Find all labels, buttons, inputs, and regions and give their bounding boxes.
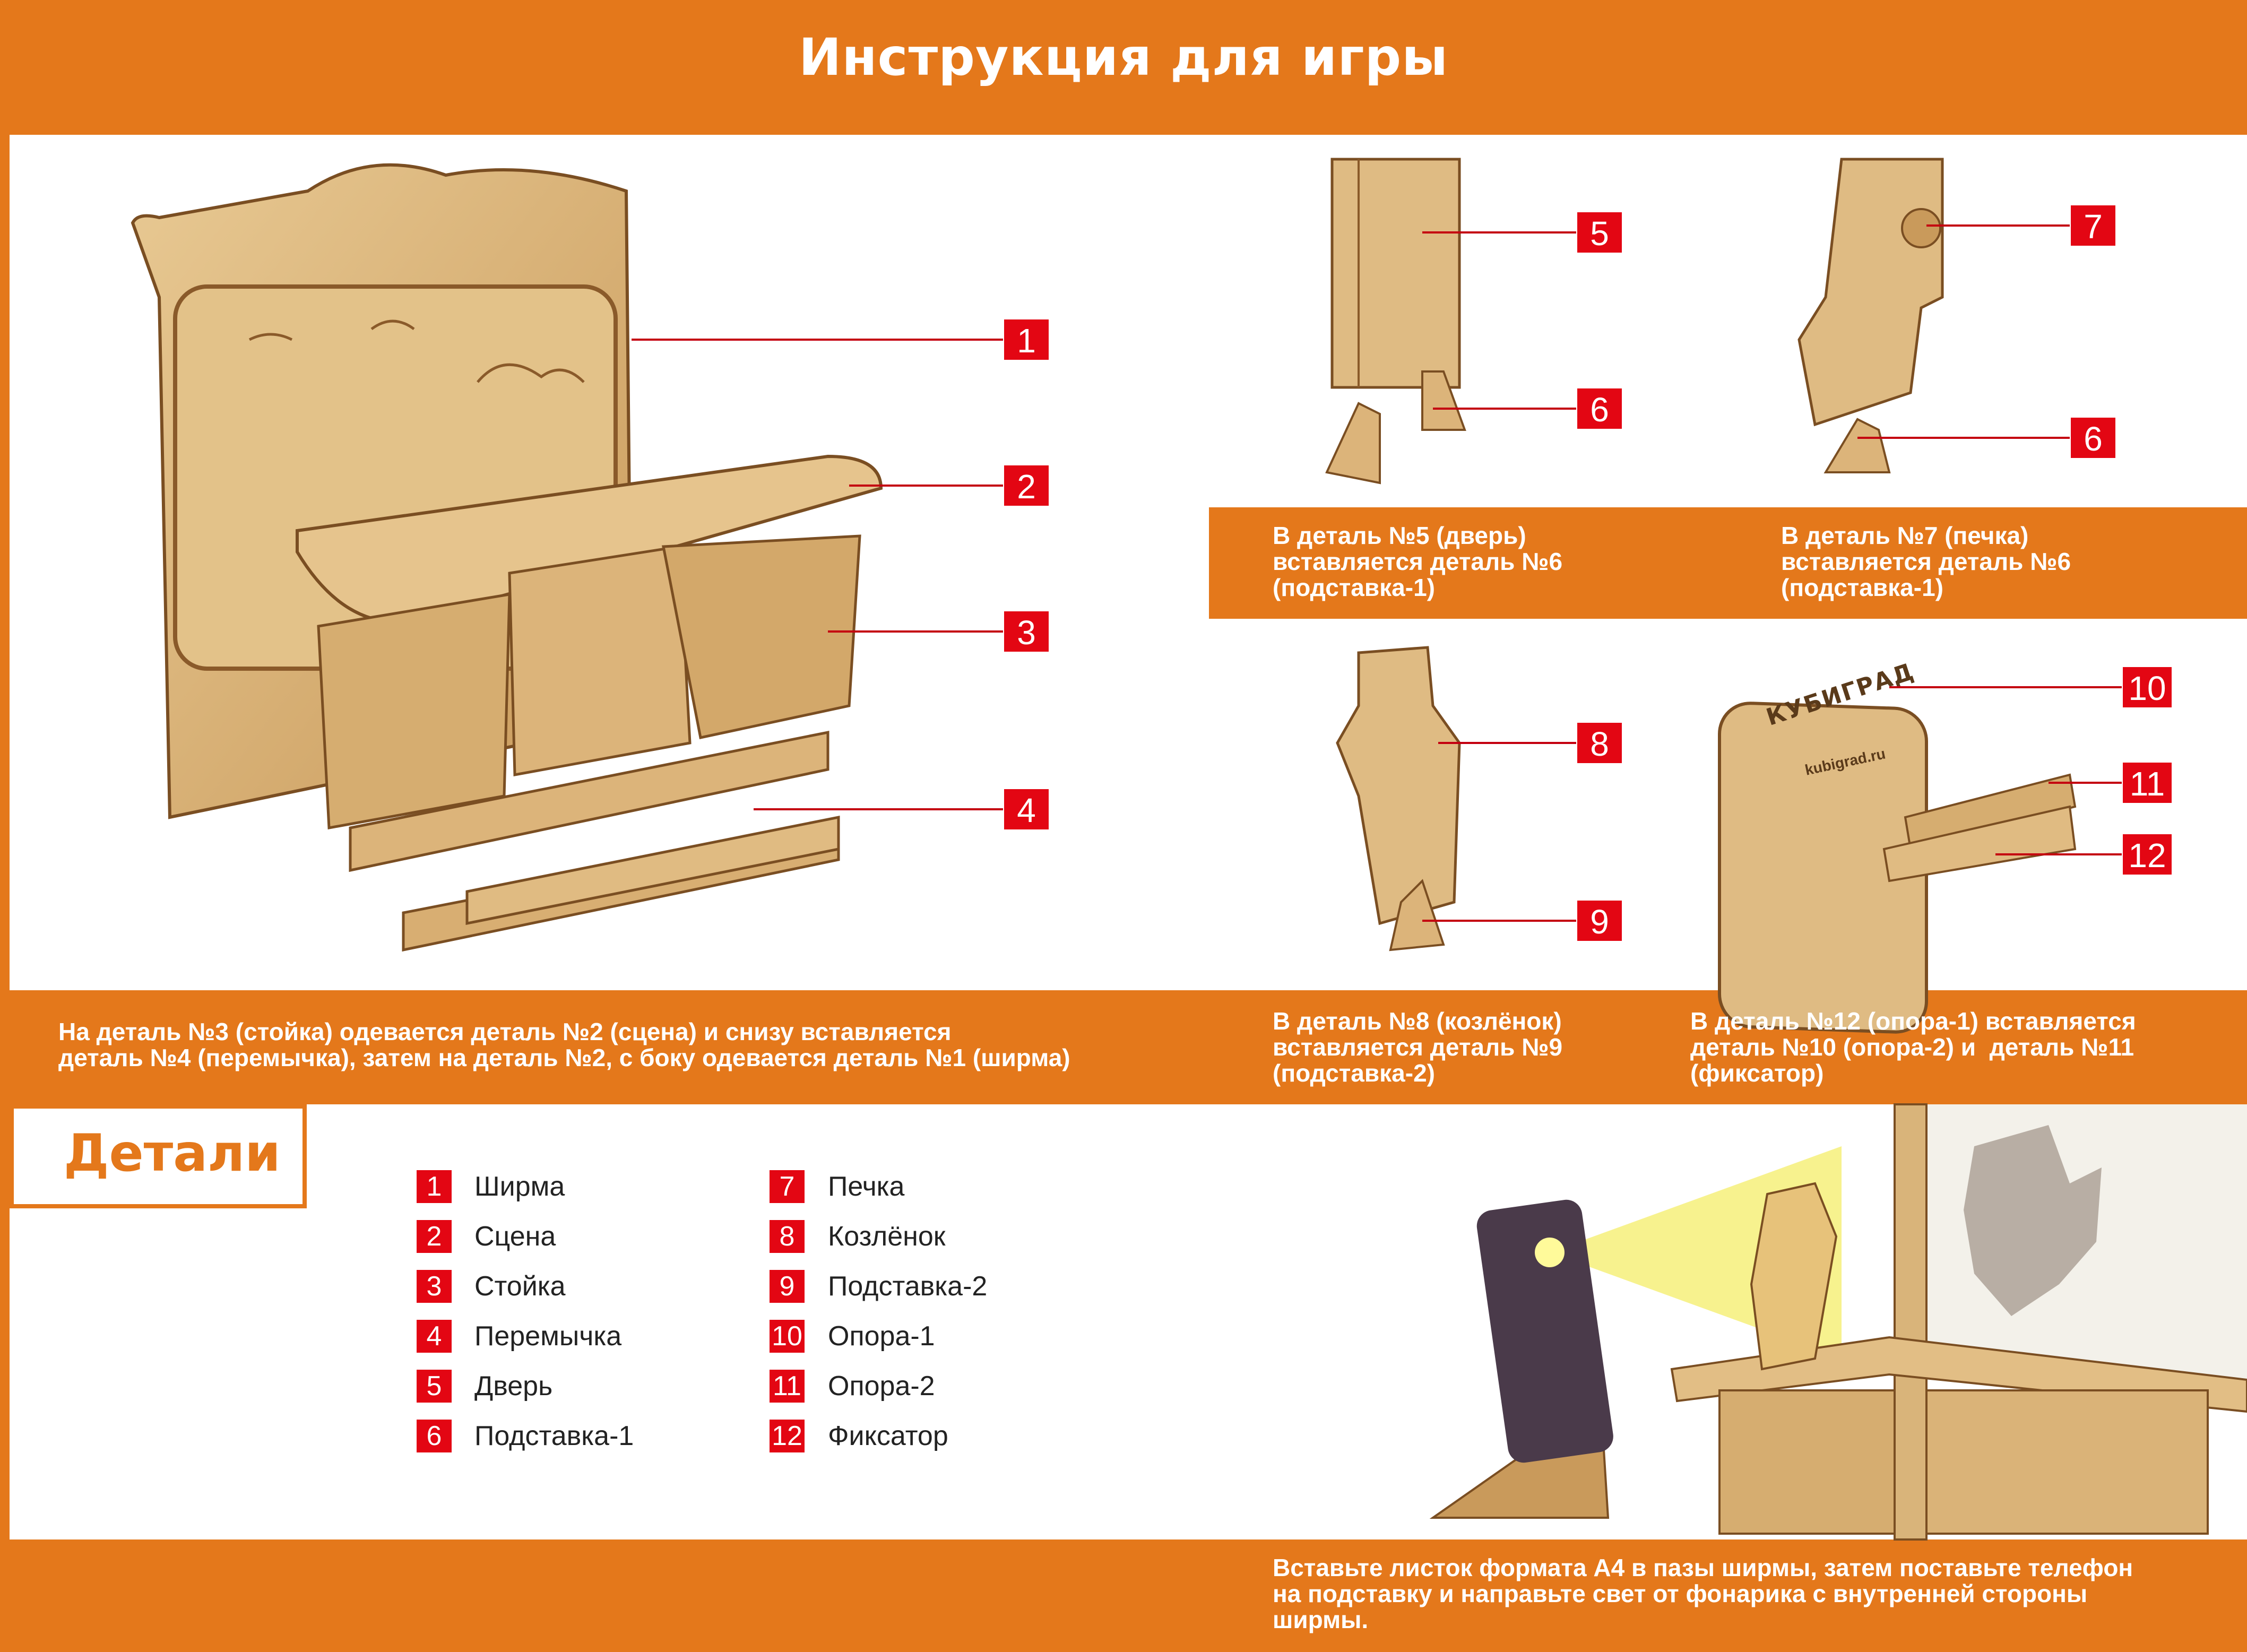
leader-line-11 [2049, 782, 2123, 784]
details-heading-box: Детали [10, 1104, 307, 1208]
legend-number: 11 [770, 1370, 805, 1403]
callout-10: 10 [2122, 666, 2173, 708]
legend-label: Опора-1 [828, 1321, 935, 1352]
caption-goat: В деталь №8 (козлёнок) вставляется детал… [1273, 1007, 1563, 1087]
legend-label: Козлёнок [828, 1221, 946, 1252]
leader-line-5 [1422, 231, 1581, 233]
caption-door: В деталь №5 (дверь) вставляется деталь №… [1273, 522, 1563, 601]
legend-label: Подставка-2 [828, 1271, 988, 1302]
legend-number: 10 [770, 1320, 805, 1353]
leader-line-2 [849, 485, 1003, 487]
details-heading: Детали [64, 1123, 281, 1183]
legend-number: 2 [417, 1220, 452, 1253]
callout-7: 7 [2070, 204, 2116, 247]
leader-line-4 [754, 808, 1003, 810]
legend-number: 5 [417, 1370, 452, 1403]
legend-number: 1 [417, 1170, 452, 1203]
callout-6b: 6 [2070, 417, 2116, 459]
legend-label: Подставка-1 [474, 1421, 634, 1451]
legend-number: 7 [770, 1170, 805, 1203]
legend-number: 3 [417, 1270, 452, 1303]
legend-number: 8 [770, 1220, 805, 1253]
legend-number: 12 [770, 1420, 805, 1452]
caption-main: На деталь №3 (стойка) одевается деталь №… [58, 1018, 1070, 1071]
caption-band-top [1209, 507, 2247, 619]
callout-5: 5 [1576, 211, 1623, 254]
callout-8: 8 [1576, 722, 1623, 764]
leader-line-8 [1438, 742, 1581, 744]
leader-line-6a [1433, 408, 1581, 410]
caption-stove: В деталь №7 (печка) вставляется деталь №… [1781, 522, 2071, 601]
callout-6a: 6 [1576, 387, 1623, 430]
leader-line-1 [632, 339, 1003, 341]
callout-9: 9 [1576, 899, 1623, 942]
callout-11: 11 [2122, 762, 2173, 804]
legend-label: Печка [828, 1171, 905, 1202]
leader-line-7 [1926, 224, 2075, 227]
leader-line-6b [1857, 437, 2075, 439]
legend-label: Ширма [474, 1171, 565, 1202]
caption-bottom: Вставьте листок формата А4 в пазы ширмы,… [1273, 1554, 2133, 1633]
legend-number: 4 [417, 1320, 452, 1353]
callout-3: 3 [1003, 610, 1050, 653]
leader-line-3 [828, 630, 1003, 633]
legend-label: Фиксатор [828, 1421, 948, 1451]
callout-12: 12 [2122, 833, 2173, 876]
leader-line-9 [1422, 920, 1581, 922]
legend-label: Стойка [474, 1271, 566, 1302]
legend-number: 9 [770, 1270, 805, 1303]
legend-label: Опора-2 [828, 1371, 935, 1402]
legend-label: Сцена [474, 1221, 556, 1252]
caption-stand: В деталь №12 (опора-1) вставляется детал… [1690, 1007, 2136, 1087]
leader-line-12 [1995, 853, 2123, 855]
leader-line-10 [1889, 686, 2123, 688]
callout-2: 2 [1003, 464, 1050, 507]
callout-4: 4 [1003, 788, 1050, 831]
page-title: Инструкция для игры [798, 28, 1448, 87]
legend-label: Перемычка [474, 1321, 622, 1352]
crossbar-part [349, 730, 829, 872]
legend-number: 6 [417, 1420, 452, 1452]
legend-label: Дверь [474, 1371, 553, 1402]
callout-1: 1 [1003, 318, 1050, 361]
